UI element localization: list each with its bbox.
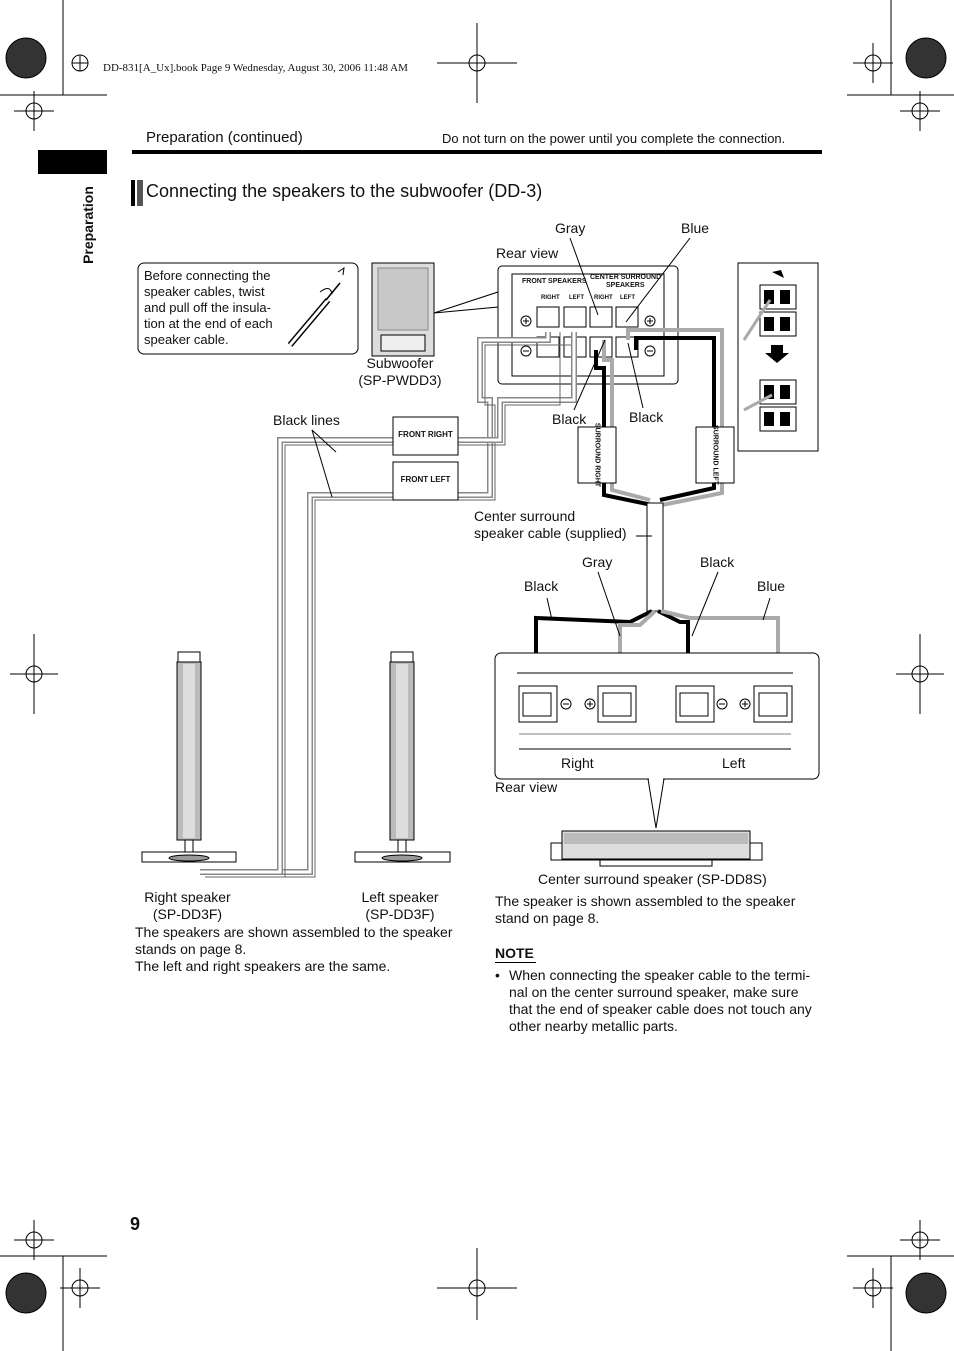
insulation-note: Before connecting the speaker cables, tw… [144,268,273,347]
black-mid-left-label: Black [524,578,559,594]
front-left-tag: FRONT LEFT [400,475,451,484]
panel-left-1: LEFT [569,295,584,301]
surround-left-tag: SURROUND LEFT [711,425,719,485]
note-heading-rule [495,962,536,963]
left-label: Left [722,755,746,771]
note-text: When connecting the speaker cable to the… [509,967,812,1034]
black-label-1: Black [552,411,587,427]
left-speaker-caption: Left speaker (SP-DD3F) [361,889,439,922]
page-number: 9 [130,1214,141,1234]
panel-speakers: SPEAKERS [606,282,645,289]
center-cable-label: Center surround speaker cable (supplied) [474,508,627,541]
title-marker-2 [137,180,143,206]
header-section-right: Do not turn on the power until you compl… [442,131,786,146]
header-section-left: Preparation (continued) [146,129,303,146]
panel-left-2: LEFT [620,295,635,301]
side-tab-block [38,150,107,174]
header-rule [132,150,822,154]
right-speaker-caption: Right speaker (SP-DD3F) [144,889,231,922]
front-right-tag: FRONT RIGHT [398,430,453,439]
note-heading: NOTE [495,945,534,961]
rear-view-bottom-label: Rear view [495,779,558,795]
rear-view-top-label: Rear view [496,245,559,261]
subwoofer-caption: Subwoofer (SP-PWDD3) [358,355,442,388]
blue-mid-label: Blue [757,578,786,594]
black-label-2: Black [629,409,664,425]
panel-center-surround: CENTER SURROUND [590,274,662,281]
panel-front-speakers: FRONT SPEAKERS [522,278,587,285]
right-label: Right [561,755,594,771]
panel-right-1: RIGHT [541,295,560,301]
black-mid-right-label: Black [700,554,735,570]
center-note: The speaker is shown assembled to the sp… [495,893,796,926]
title-marker [131,180,135,206]
page-title: Connecting the speakers to the subwoofer… [146,181,543,201]
black-lines-label: Black lines [273,412,340,428]
center-speaker-caption: Center surround speaker (SP-DD8S) [538,871,767,887]
surround-right-tag: SURROUND RIGHT [593,422,601,488]
blue-top-label: Blue [681,220,710,236]
panel-right-2: RIGHT [594,295,613,301]
note-bullet: • [495,967,500,983]
left-notes: The speakers are shown assembled to the … [135,924,453,974]
file-info: DD-831[A_Ux].book Page 9 Wednesday, Augu… [103,62,408,74]
gray-top-label: Gray [555,220,586,236]
gray-mid-label: Gray [582,554,613,570]
